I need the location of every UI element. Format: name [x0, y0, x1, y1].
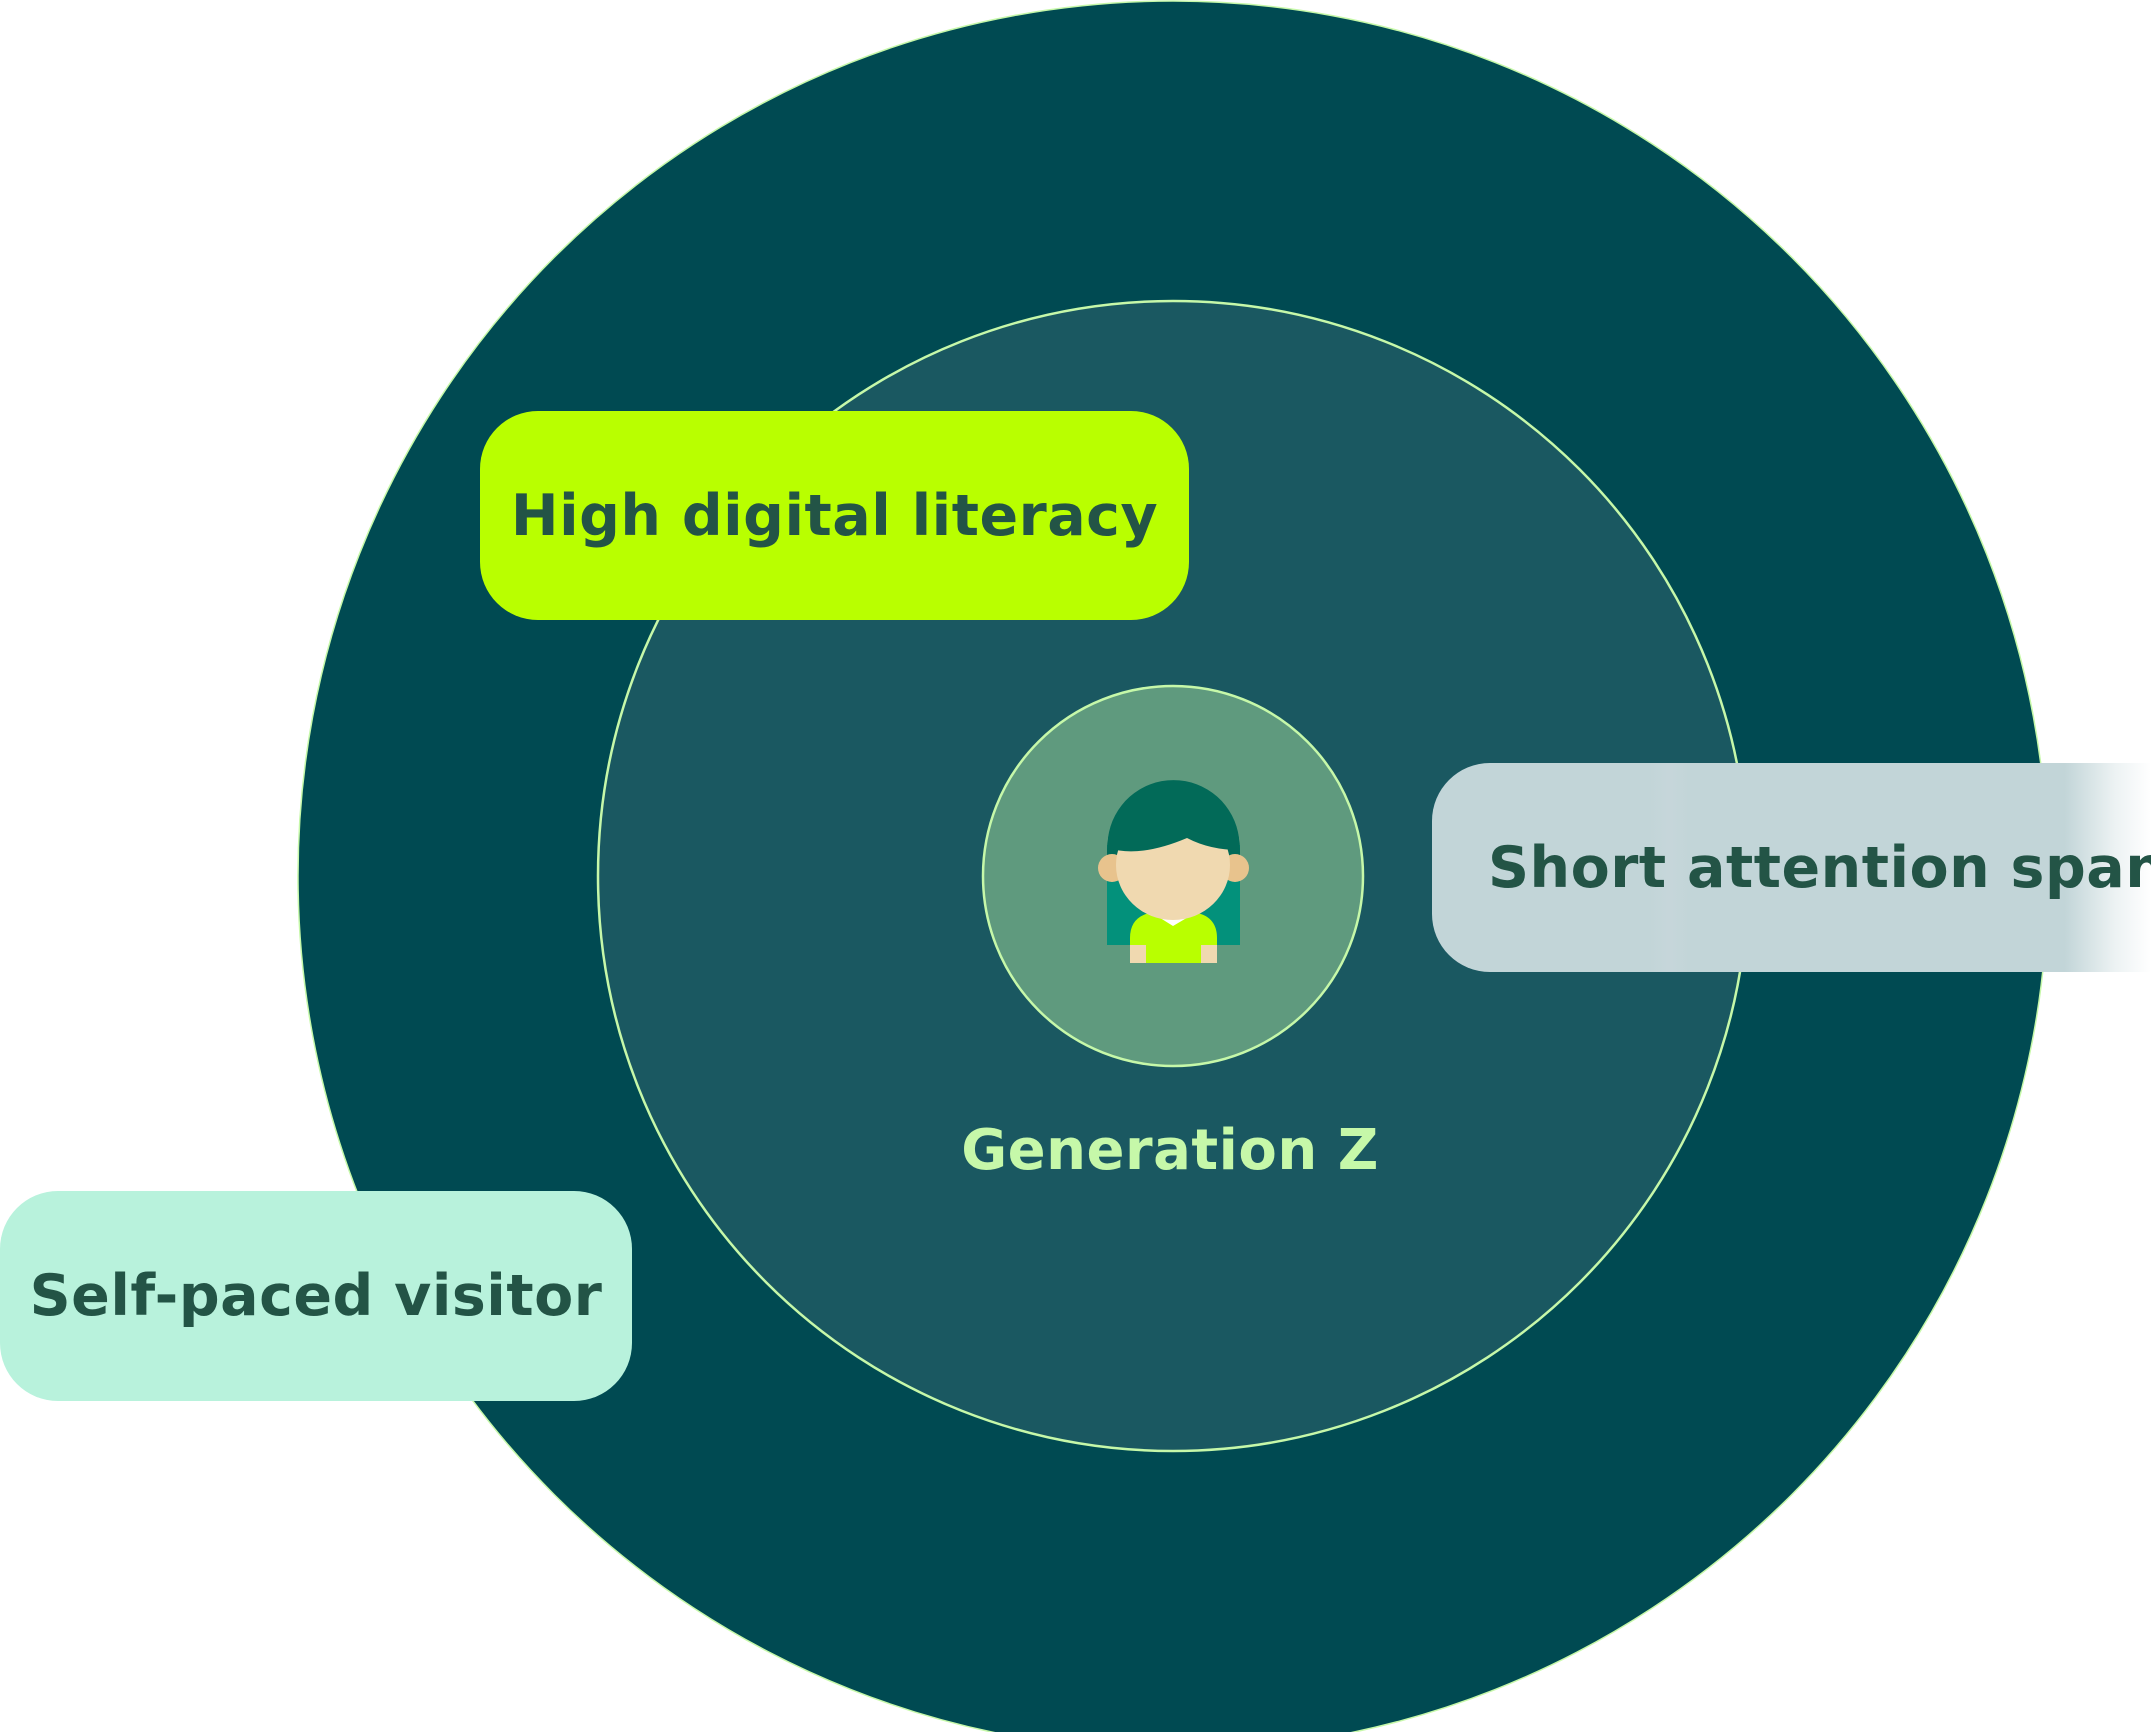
trait-high-digital-literacy: High digital literacy: [480, 411, 1189, 620]
trait-label: Self-paced visitor: [29, 1263, 603, 1329]
trait-short-attention-span: Short attention span: [1432, 763, 2151, 972]
person-avatar-icon: [1098, 780, 1249, 963]
trait-label: Short attention span: [1488, 834, 2151, 901]
trait-self-paced-visitor: Self-paced visitor: [0, 1191, 632, 1401]
trait-label: High digital literacy: [510, 482, 1159, 549]
persona-title: Generation Z: [961, 1117, 1379, 1183]
